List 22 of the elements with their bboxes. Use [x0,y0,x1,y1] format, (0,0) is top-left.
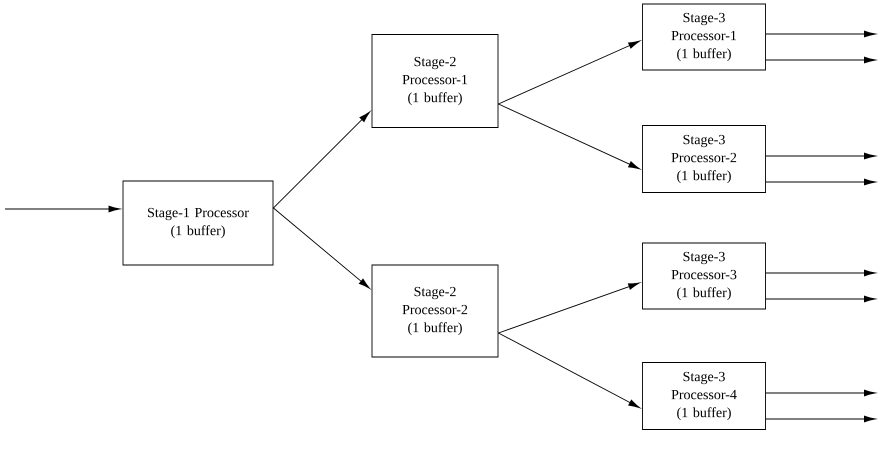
processor-box: Stage-3 Processor-1 (1 buffer) [642,4,766,70]
arrow [766,416,876,422]
arrow [4,206,120,212]
arrow [766,178,876,186]
processor-box: Stage-1 Processor (1 buffer) [122,180,274,266]
arrow [766,390,876,396]
arrow [498,40,640,104]
arrow [498,104,640,170]
arrow [766,296,876,302]
processor-box: Stage-3 Processor-3 (1 buffer) [642,242,766,310]
arrow [766,152,876,160]
arrow [766,56,876,64]
processor-box: Stage-3 Processor-2 (1 buffer) [642,125,766,193]
processor-box: Stage-3 Processor-4 (1 buffer) [642,362,766,430]
arrow [498,332,640,408]
arrow [766,270,876,276]
arrow [766,30,876,38]
arrow [498,282,640,334]
arrow [273,208,370,289]
processor-box: Stage-2 Processor-1 (1 buffer) [372,34,498,128]
processor-box: Stage-2 Processor-2 (1 buffer) [372,264,498,358]
arrow [273,111,370,208]
